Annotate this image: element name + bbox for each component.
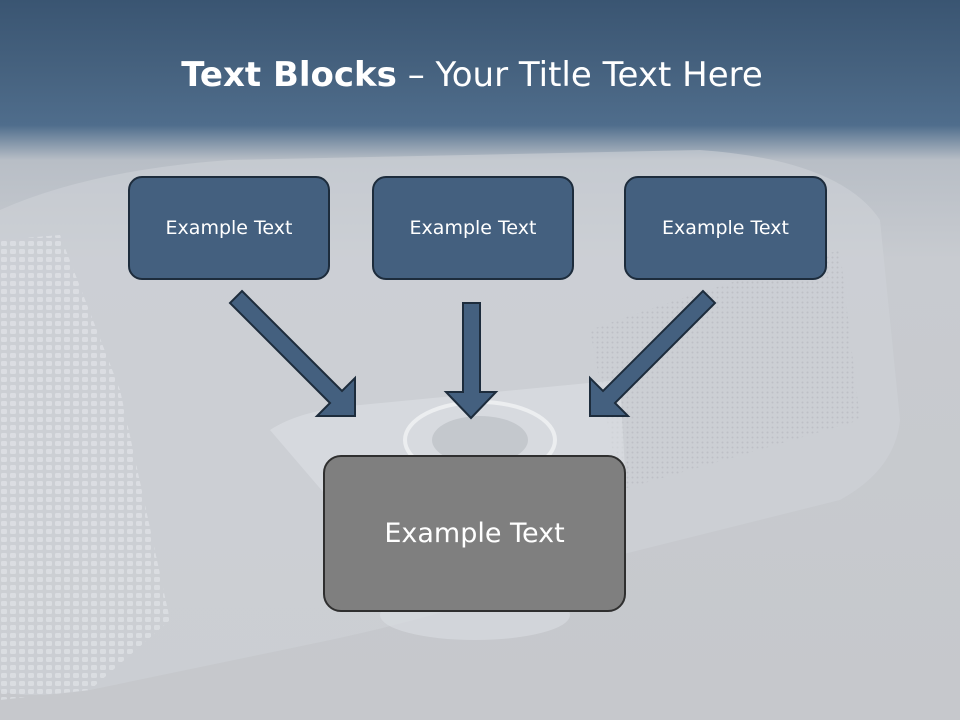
title-rest: – Your Title Text Here [396, 55, 763, 95]
text-block-1[interactable]: Example Text [128, 176, 330, 280]
target-text-block[interactable]: Example Text [323, 455, 626, 612]
arrow-center-down [443, 302, 499, 420]
text-block-2[interactable]: Example Text [372, 176, 574, 280]
title-bold: Text Blocks [181, 55, 397, 95]
slide-title: Text Blocks – Your Title Text Here [0, 52, 944, 98]
arrow-right-down-left [589, 289, 717, 417]
text-block-3[interactable]: Example Text [624, 176, 827, 280]
arrow-left-down-right [228, 289, 356, 417]
